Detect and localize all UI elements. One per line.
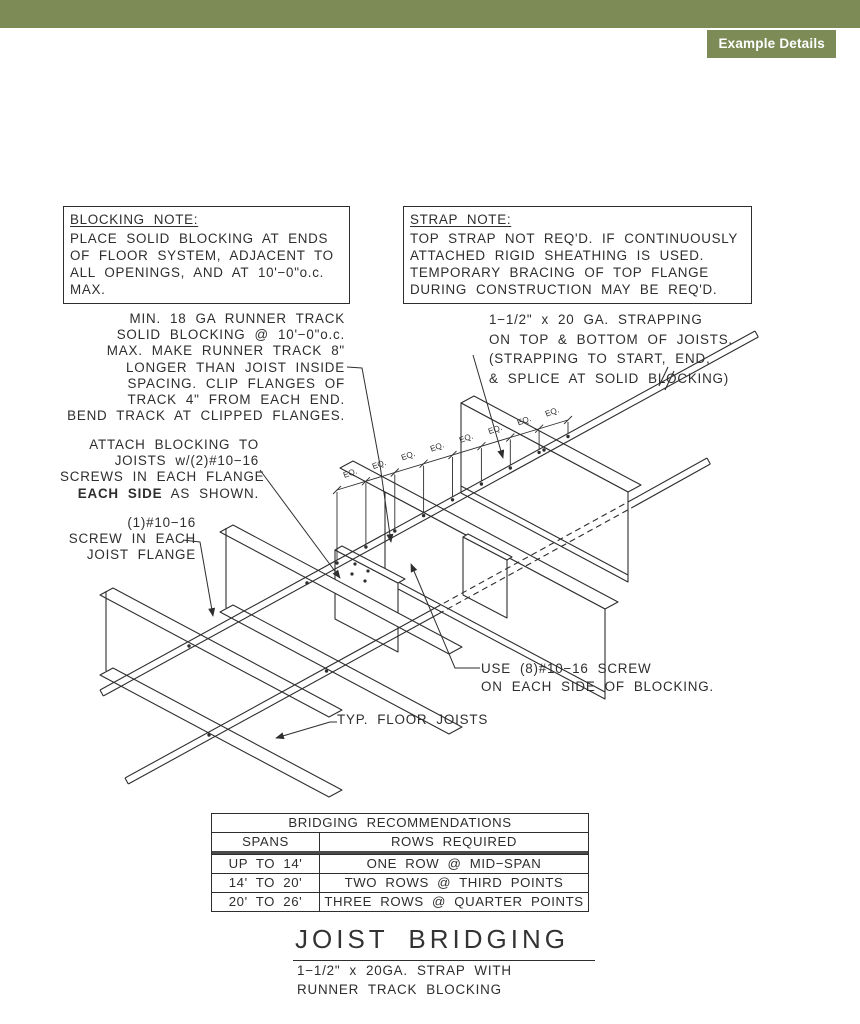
example-details-badge: Example Details — [707, 30, 836, 58]
table-header-row: SPANS ROWS REQUIRED — [212, 832, 588, 854]
strapping-annotation: 1−1/2" x 20 GA. STRAPPING ON TOP & BOTTO… — [489, 312, 733, 386]
detail-title: JOIST BRIDGING — [293, 924, 595, 961]
header-spans: SPANS — [212, 833, 320, 851]
blocking-note-line: PLACE SOLID BLOCKING AT ENDS — [70, 231, 329, 246]
table-row: 14' TO 20' TWO ROWS @ THIRD POINTS — [212, 873, 588, 892]
table-row: UP TO 14' ONE ROW @ MID−SPAN — [212, 854, 588, 873]
strap-note-box: STRAP NOTE: TOP STRAP NOT REQ'D. IF CONT… — [403, 206, 752, 304]
table-title: BRIDGING RECOMMENDATIONS — [288, 815, 512, 830]
solid-blocking-far — [462, 533, 513, 619]
typ-floor-joists-label: TYP. FLOOR JOISTS — [337, 712, 489, 727]
runner-track-annotation: MIN. 18 GA RUNNER TRACK SOLID BLOCKING @… — [67, 311, 345, 424]
strap-note-line: ATTACHED RIGID SHEATHING IS USED. — [410, 248, 705, 263]
blocking-note-box: BLOCKING NOTE: PLACE SOLID BLOCKING AT E… — [63, 206, 350, 304]
bridging-recommendations-table: BRIDGING RECOMMENDATIONS SPANS ROWS REQU… — [211, 813, 589, 912]
attach-blocking-annotation: ATTACH BLOCKING TO JOISTS w/(2)#10−16 SC… — [60, 437, 265, 501]
strap-note-line: TEMPORARY BRACING OF TOP FLANGE — [410, 265, 709, 280]
top-strap — [99, 330, 759, 697]
svg-text:EQ.: EQ. — [429, 440, 445, 453]
svg-text:EQ.: EQ. — [544, 405, 560, 418]
header-rows-required: ROWS REQUIRED — [390, 834, 518, 849]
joist-bridging-drawing: EQ. EQ. EQ. EQ. EQ. EQ. EQ. EQ. — [99, 330, 759, 798]
blocking-note-line: MAX. — [70, 282, 106, 297]
table-row: 20' TO 26' THREE ROWS @ QUARTER POINTS — [212, 892, 588, 911]
svg-text:EQ.: EQ. — [400, 449, 416, 462]
floor-joist-2 — [219, 524, 463, 735]
leader-lines — [182, 354, 505, 740]
blocking-note-line: ALL OPENINGS, AND AT 10'−0"o.c. — [70, 265, 325, 280]
screw-each-flange-annotation: (1)#10−16 SCREW IN EACH JOIST FLANGE — [68, 515, 196, 563]
eq-dimension-line — [332, 415, 573, 560]
bottom-strap — [124, 457, 711, 785]
blocking-note-title: BLOCKING NOTE: — [70, 212, 199, 227]
detail-subtitle: 1−1/2" x 20GA. STRAP WITH RUNNER TRACK B… — [297, 963, 512, 997]
screw-dots — [187, 434, 570, 737]
strap-note-line: TOP STRAP NOT REQ'D. IF CONTINUOUSLY — [410, 231, 739, 246]
blocking-note-line: OF FLOOR SYSTEM, ADJACENT TO — [70, 248, 334, 263]
attach-bold-text: EACH SIDE — [77, 485, 163, 501]
use8-screw-annotation: USE (8)#10−16 SCREW ON EACH SIDE OF BLOC… — [481, 661, 714, 694]
strap-note-title: STRAP NOTE: — [410, 212, 512, 227]
floor-joist-4 — [460, 395, 642, 583]
strap-note-line: DURING CONSTRUCTION MAY BE REQ'D. — [410, 282, 718, 297]
floor-joist-1 — [99, 587, 343, 798]
top-accent-bar — [0, 0, 860, 28]
